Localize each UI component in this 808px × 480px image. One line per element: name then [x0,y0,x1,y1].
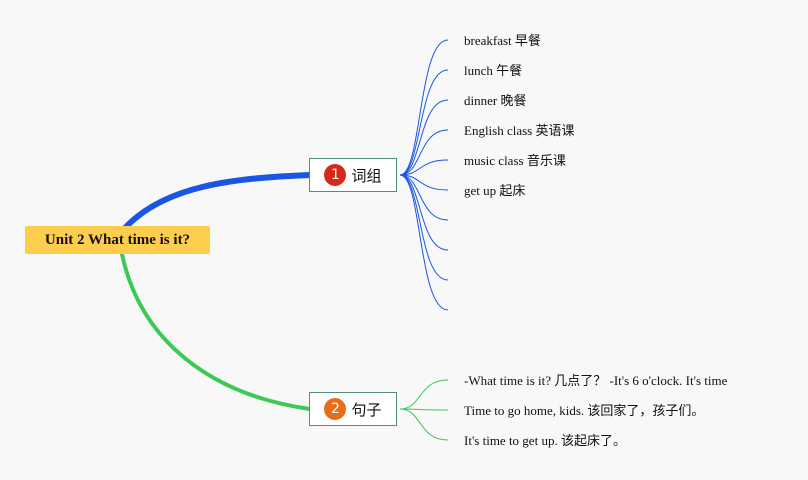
topic-phrases[interactable]: 1 词组 [309,158,397,192]
badge-number-2: 2 [324,398,347,420]
leaf-connector-2-3 [399,408,449,441]
leaf-connector-1-10 [399,174,449,311]
leaf-connectors-2 [399,379,449,441]
topic-label-2: 句子 [351,400,382,419]
leaf-connector-2-2 [399,408,449,411]
leaf-sentence-1[interactable]: -What time is it? 几点了？ -It's 6 o'clock. … [464,373,728,388]
leaf-connector-1-3 [399,99,449,176]
branch-line-1 [122,172,313,231]
leaf-connector-1-7 [399,174,449,221]
leaf-connector-1-2 [399,69,449,176]
leaf-connector-1-5 [399,159,449,176]
leaf-sentence-2[interactable]: Time to go home, kids. 该回家了，孩子们。 [464,403,705,418]
leaf-phrase-1[interactable]: breakfast 早餐 [464,33,541,48]
leaf-connector-1-9 [399,174,449,281]
leaf-connectors-1 [399,39,449,311]
leaf-phrase-6[interactable]: get up 起床 [464,183,526,198]
topic-sentences[interactable]: 2 句子 [309,392,397,426]
leaf-phrase-4[interactable]: English class 英语课 [464,123,575,138]
central-topic[interactable]: Unit 2 What time is it? [25,226,210,254]
branch-line-2 [120,252,312,411]
badge-number-1: 1 [324,164,347,186]
topic-label-1: 词组 [351,166,382,185]
leaf-connector-2-1 [399,379,449,410]
leaf-phrase-3[interactable]: dinner 晚餐 [464,93,527,108]
leaf-connector-1-1 [399,39,449,176]
leaf-connector-1-6 [399,174,449,191]
leaf-sentence-3[interactable]: It's time to get up. 该起床了。 [464,433,626,448]
leaf-connector-1-4 [399,129,449,176]
leaf-phrase-2[interactable]: lunch 午餐 [464,63,523,78]
leaf-phrase-5[interactable]: music class 音乐课 [464,153,566,168]
